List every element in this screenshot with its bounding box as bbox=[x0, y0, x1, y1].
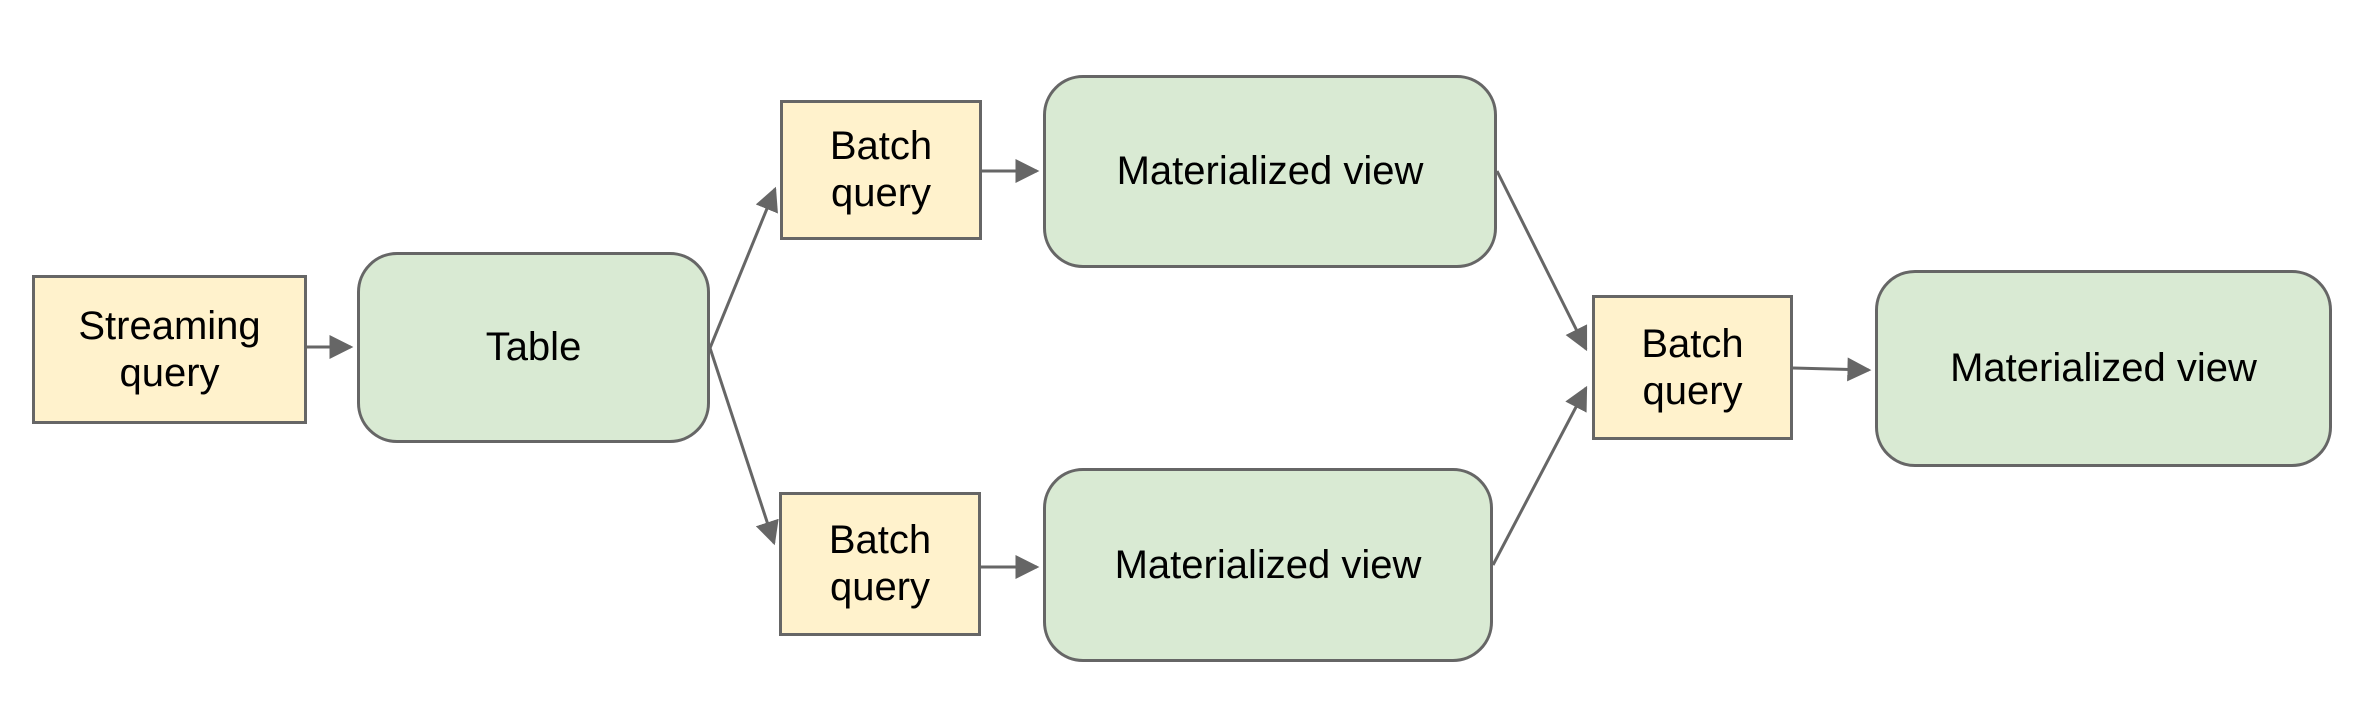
node-table: Table bbox=[357, 252, 710, 443]
edge-materialized-view-top-to-batch-query-right bbox=[1495, 170, 1588, 352]
node-streaming-query: Streaming query bbox=[32, 275, 307, 424]
node-materialized-view-top: Materialized view bbox=[1043, 75, 1497, 268]
edge-table-to-batch-query-bottom bbox=[708, 347, 779, 546]
node-table-label: Table bbox=[485, 325, 582, 369]
edge-table-to-batch-query-top bbox=[708, 186, 778, 349]
node-batch-query-right: Batch query bbox=[1592, 295, 1793, 440]
edge-batch-query-right-to-materialized-view-right bbox=[1792, 357, 1872, 382]
node-materialized-view-right: Materialized view bbox=[1875, 270, 2332, 467]
edge-materialized-view-bottom-to-batch-query-right bbox=[1491, 385, 1588, 566]
node-materialized-view-bottom: Materialized view bbox=[1043, 468, 1493, 662]
node-batch-query-top: Batch query bbox=[780, 100, 982, 240]
node-batch-query-bottom: Batch query bbox=[779, 492, 981, 636]
node-materialized-view-bottom-label: Materialized view bbox=[1114, 542, 1422, 587]
node-batch-query-bottom-label: Batch query bbox=[828, 518, 932, 609]
node-streaming-query-label: Streaming query bbox=[78, 303, 261, 395]
node-batch-query-top-label: Batch query bbox=[829, 124, 933, 215]
node-batch-query-right-label: Batch query bbox=[1641, 321, 1744, 413]
node-materialized-view-right-label: Materialized view bbox=[1950, 346, 2257, 390]
node-materialized-view-top-label: Materialized view bbox=[1116, 149, 1424, 193]
